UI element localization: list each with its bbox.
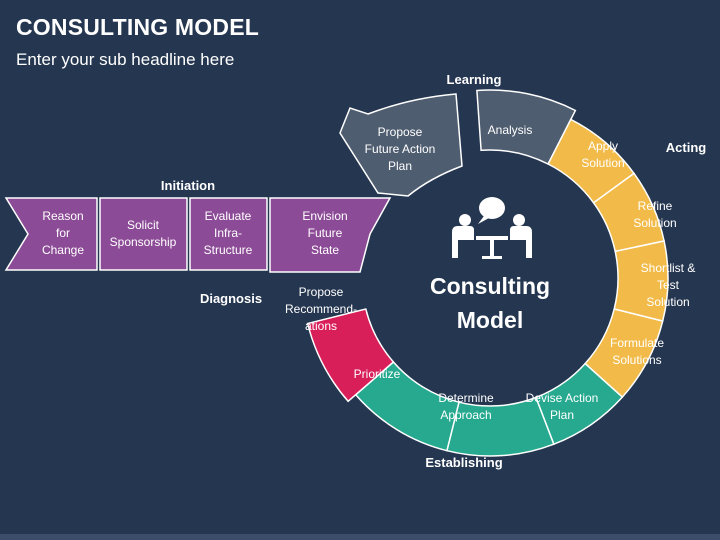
meeting-people-icon (452, 197, 532, 259)
phase-label-acting: Acting (666, 140, 707, 155)
phase-label-establishing: Establishing (425, 455, 502, 470)
initiation-steps (4, 197, 392, 273)
phase-label-initiation: Initiation (161, 178, 215, 193)
step-analysis-label: Analysis (488, 123, 533, 137)
step-propose-future-plan (339, 93, 463, 197)
center-title-line2: Model (457, 307, 523, 333)
step-envision-future-state (269, 197, 392, 273)
page-title: CONSULTING MODEL (16, 14, 259, 40)
step-evaluate-infrastructure (189, 197, 268, 271)
step-reason-for-change (4, 197, 98, 271)
center-title-line1: Consulting (430, 273, 550, 299)
phase-label-diagnosis: Diagnosis (200, 291, 262, 306)
step-solicit-sponsorship (99, 197, 188, 271)
page-subtitle: Enter your sub headline here (16, 50, 235, 69)
step-propose-recommendations (306, 308, 395, 403)
step-determine-approach (445, 396, 555, 457)
step-prioritize-label: Prioritize (354, 367, 401, 381)
phase-label-learning: Learning (447, 72, 502, 87)
ring-segments (306, 89, 669, 457)
bottom-bar (0, 534, 720, 540)
